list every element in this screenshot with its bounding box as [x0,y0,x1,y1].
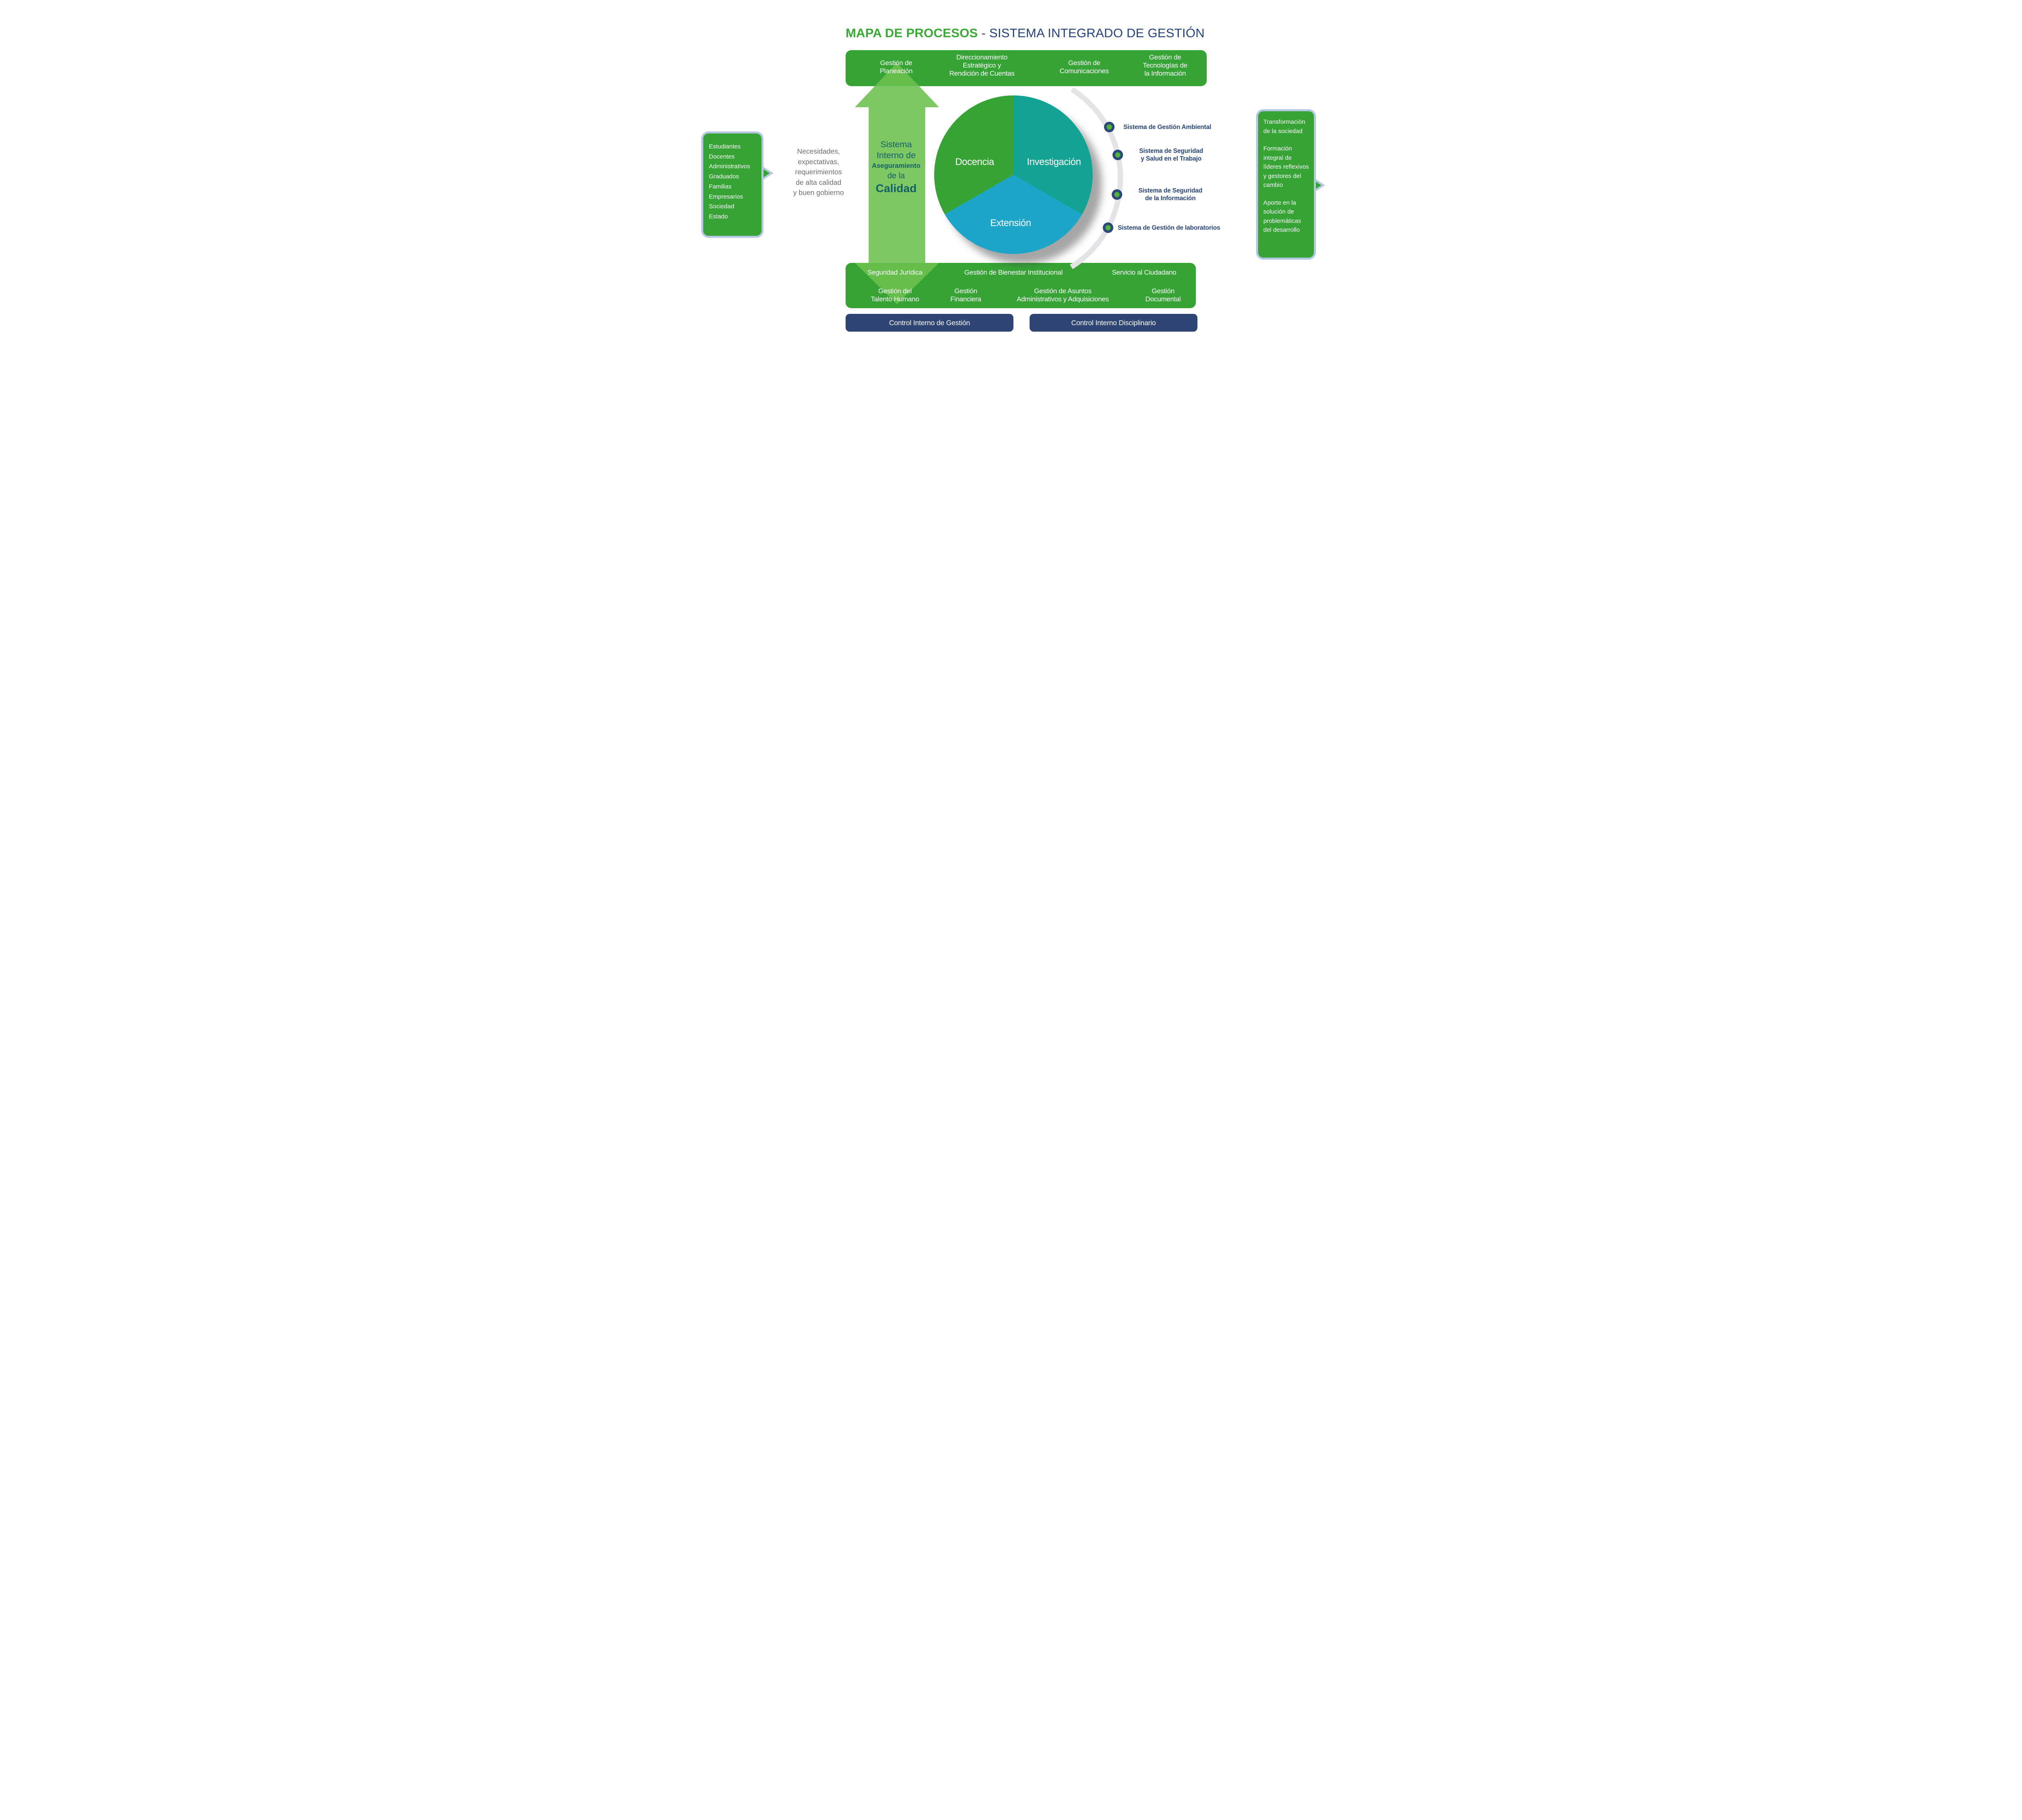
bottom-bar-item-servicio-ciudadano: Servicio al Ciudadano [1112,269,1176,276]
outcome-paragraph-2: Formación integral de líderes reflexivos… [1263,145,1309,188]
control-interno-disciplinario-bar: Control Interno Disciplinario [1030,314,1197,332]
system-item-seguridad-salud: Sistema de Seguridad y Salud en el Traba… [1139,148,1203,162]
top-bar-item-direccionamiento: Direccionamiento Estratégico y Rendición… [949,53,1015,77]
pie-sector-extension [945,175,1082,254]
control-interno-disciplinario-label: Control Interno Disciplinario [1071,318,1156,327]
quality-line-3: Aseguramiento [871,162,921,169]
pie-label-docencia: Docencia [955,157,994,167]
pie-label-investigacion: Investigación [1027,157,1081,167]
title-separator: - [981,26,986,40]
bottom-bar-item-financiera: Gestión Financiera [950,287,981,303]
top-bar-item-planeacion: Gestión de Planeación [880,59,913,75]
page-title: MAPA DE PROCESOS - SISTEMA INTEGRADO DE … [846,26,1205,40]
bottom-bar-item-seguridad-juridica: Seguridad Jurídica [867,269,923,276]
stakeholders-bubble: Estudiantes Docentes Administrativos Gra… [701,131,764,238]
title-right: SISTEMA INTEGRADO DE GESTIÓN [989,26,1205,40]
outcomes-list: Transformación de la sociedad Formación … [1258,111,1314,235]
outcome-paragraph-3: Aporte en la solución de problemáticas d… [1263,199,1301,234]
system-item-laboratorios: Sistema de Gestión de laboratorios [1118,224,1220,231]
title-left: MAPA DE PROCESOS [846,26,978,40]
pie-label-extension: Extensión [990,218,1031,229]
inputs-text: Necesidades, expectativas, requerimiento… [793,147,844,197]
bottom-bar-item-asuntos-administrativos: Gestión de Asuntos Administrativos y Adq… [1017,287,1109,303]
control-interno-gestion-label: Control Interno de Gestión [889,318,970,327]
pie-sector-investigacion [1013,95,1093,214]
pie-sector-docencia [934,95,1013,214]
top-bar-item-comunicaciones: Gestión de Comunicaciones [1060,59,1109,75]
outcome-paragraph-1: Transformación de la sociedad [1263,119,1305,135]
control-interno-gestion-bar: Control Interno de Gestión [846,314,1013,332]
system-bullet-2 [1113,150,1123,160]
bottom-bar-item-bienestar: Gestión de Bienestar Institucional [964,269,1063,276]
process-map-poster: MAPA DE PROCESOS - SISTEMA INTEGRADO DE … [694,0,1328,357]
stakeholders-list: Estudiantes Docentes Administrativos Gra… [709,143,750,220]
system-bullet-1 [1104,122,1115,132]
quality-line-1: Sistema [880,140,912,149]
top-bar-item-tecnologias: Gestión de Tecnologías de la Información [1142,53,1188,77]
quality-line-4: de la [887,171,905,180]
system-item-seguridad-informacion: Sistema de Seguridad de la Información [1138,187,1202,202]
pie-shadow [943,106,1102,264]
bottom-bar-item-documental: Gestión Documental [1145,287,1181,303]
system-item-ambiental: Sistema de Gestión Ambiental [1123,124,1211,131]
system-bullet-3 [1112,189,1122,200]
quality-line-5: Calidad [876,182,917,195]
quality-system-label: Sistema Interno de Aseguramiento de la C… [866,139,926,196]
system-bullet-4 [1103,222,1113,233]
systems-arc [1070,87,1123,269]
bottom-bar-item-talento-humano: Gestión del Talento Humano [871,287,919,303]
outcomes-bubble: Transformación de la sociedad Formación … [1256,109,1316,260]
quality-line-2: Interno de [876,150,916,160]
